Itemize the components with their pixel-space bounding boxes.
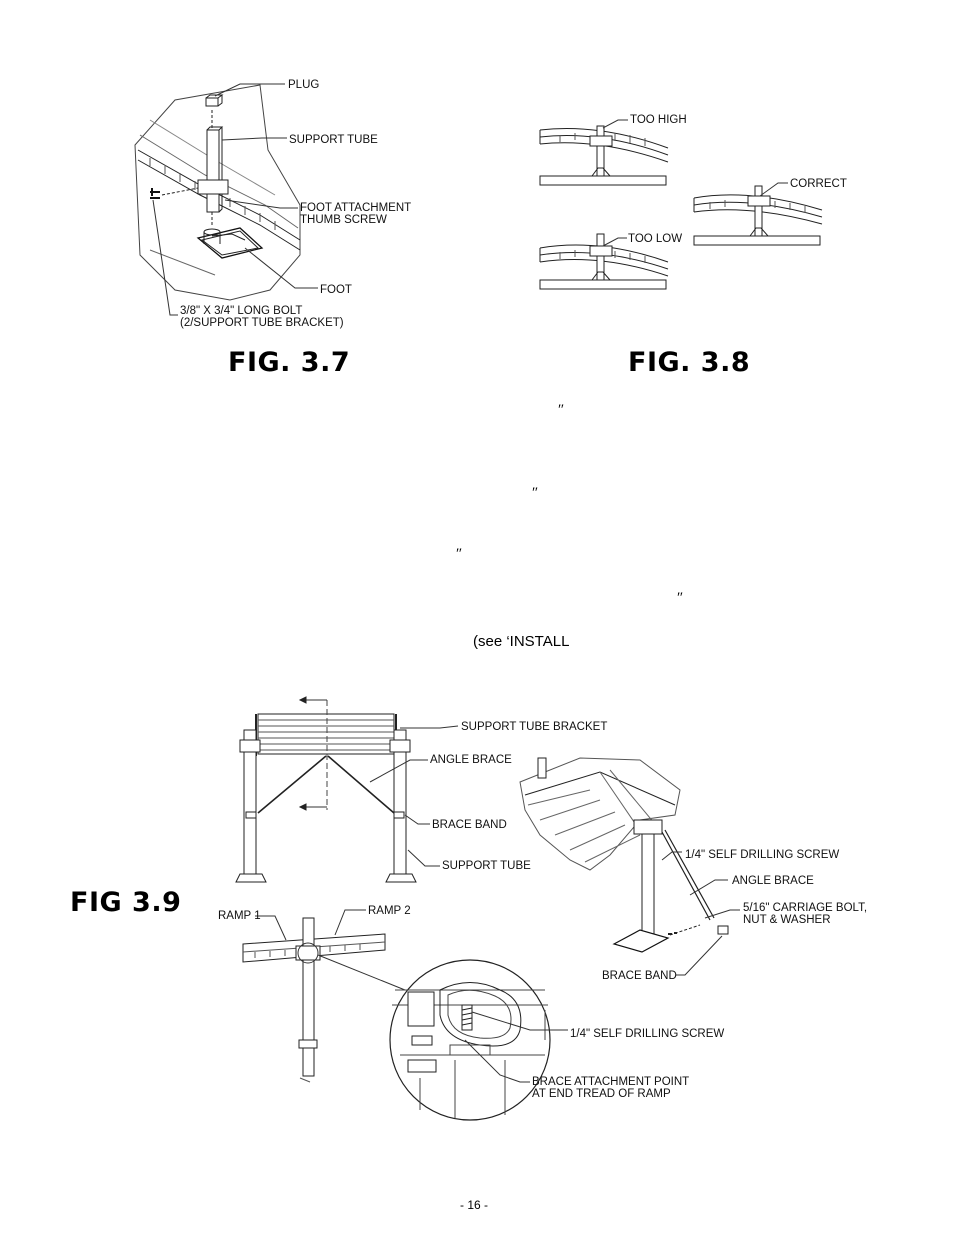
fig-3-8-drawing	[540, 120, 822, 289]
inch-mark-2: ″	[531, 485, 538, 501]
see-install-text: (see ‘INSTALL	[473, 633, 570, 650]
too-low-label: TOO LOW	[628, 233, 683, 245]
support-tube-fig39-label: SUPPORT TUBE	[442, 860, 531, 872]
brace-band-front-label: BRACE BAND	[432, 819, 507, 831]
plug-label: PLUG	[288, 79, 320, 91]
correct-label: CORRECT	[790, 178, 847, 190]
brace-band-iso-label: BRACE BAND	[602, 970, 677, 982]
fig-3-8-title: FIG. 3.8	[628, 347, 751, 378]
fig-3-9-isometric-view	[520, 758, 740, 975]
support-tube-label: SUPPORT TUBE	[289, 134, 378, 146]
angle-brace-iso-label: ANGLE BRACE	[732, 875, 814, 887]
bolt-label: 3/8" X 3/4" LONG BOLT (2/SUPPORT TUBE BR…	[180, 305, 344, 329]
fig-3-7-title: FIG. 3.7	[228, 347, 351, 378]
fig-3-9-ramp-joint	[243, 910, 568, 1120]
carriage-bolt-label: 5/16" CARRIAGE BOLT, NUT & WASHER	[743, 902, 868, 926]
inch-mark-1: ″	[557, 402, 564, 418]
thumb-screw-label: FOOT ATTACHMENT THUMB SCREW	[300, 202, 412, 226]
ramp-1-label: RAMP 1	[218, 910, 261, 922]
too-high-label: TOO HIGH	[630, 114, 687, 126]
fig-3-9-front-view	[236, 697, 458, 882]
inch-mark-4: ″	[676, 590, 683, 606]
inch-mark-3: ″	[455, 546, 462, 562]
fig-3-9-title: FIG 3.9	[70, 887, 182, 918]
support-tube-bracket-label: SUPPORT TUBE BRACKET	[461, 721, 608, 733]
self-drilling-screw-detail-label: 1/4" SELF DRILLING SCREW	[570, 1028, 725, 1040]
angle-brace-front-label: ANGLE BRACE	[430, 754, 512, 766]
brace-attachment-label: BRACE ATTACHMENT POINT AT END TREAD OF R…	[532, 1076, 690, 1100]
self-drilling-screw-iso-label: 1/4" SELF DRILLING SCREW	[685, 849, 840, 861]
ramp-2-label: RAMP 2	[368, 905, 411, 917]
fig-3-7-drawing	[135, 84, 318, 315]
page-number: - 16 -	[460, 1198, 489, 1212]
foot-label: FOOT	[320, 284, 352, 296]
